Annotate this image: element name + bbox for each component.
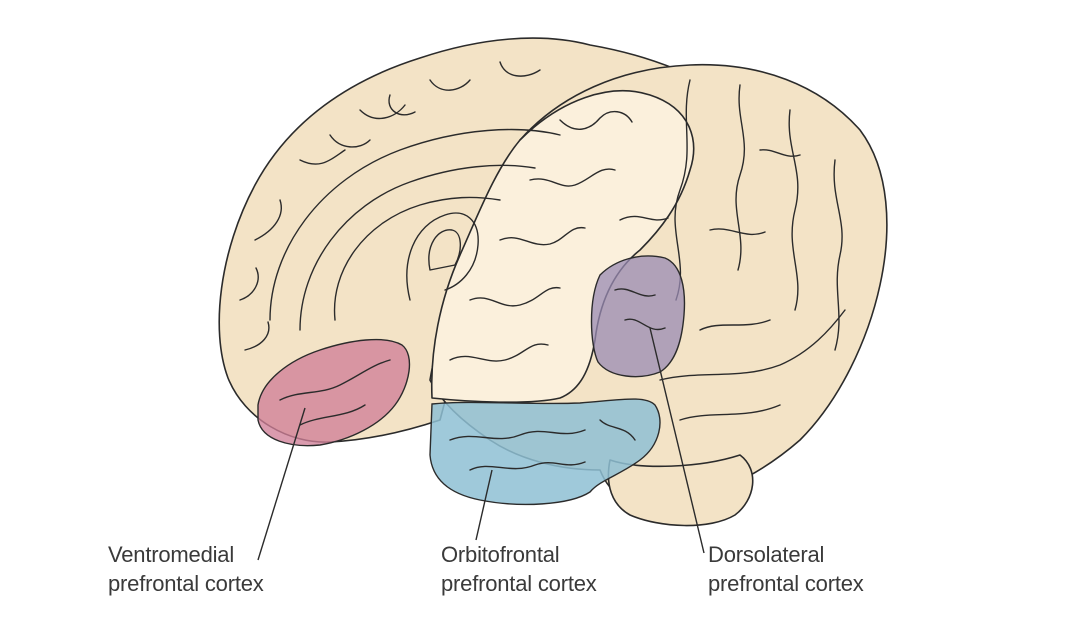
- sulcus: [254, 199, 282, 241]
- leader-line-ofc: [475, 469, 493, 541]
- corpus-callosum: [333, 196, 501, 321]
- label-dorsolateral-line1: Dorsolateral: [708, 542, 825, 567]
- sulcus: [788, 109, 799, 311]
- cingulate-mid: [299, 164, 536, 331]
- sulcus: [499, 226, 586, 246]
- sulcus: [735, 84, 746, 271]
- sulcus: [449, 429, 586, 441]
- sulcus: [709, 228, 766, 236]
- sulcus: [279, 359, 391, 401]
- sulcus: [388, 94, 416, 116]
- label-dorsolateral: Dorsolateral prefrontal cortex: [708, 540, 864, 598]
- sulcus: [624, 318, 666, 331]
- label-ventromedial-line1: Ventromedial: [108, 542, 235, 567]
- sulcus: [759, 149, 801, 157]
- sylvian-fissure: [659, 309, 846, 381]
- label-orbitofrontal: Orbitofrontal prefrontal cortex: [441, 540, 597, 598]
- sulcus: [299, 404, 366, 426]
- sulcus: [299, 149, 346, 165]
- label-ventromedial: Ventromedial prefrontal cortex: [108, 540, 264, 598]
- sulcus: [469, 286, 561, 307]
- sulcus: [359, 104, 406, 120]
- sulcus: [679, 404, 781, 421]
- label-ventromedial-line2: prefrontal cortex: [108, 571, 264, 596]
- fornix: [406, 212, 479, 301]
- sulcus: [614, 288, 656, 297]
- ventromedial-region: [257, 338, 411, 447]
- dorsolateral-region: [590, 255, 686, 378]
- leader-line-dlpfc: [649, 327, 705, 554]
- sulcus: [239, 267, 259, 301]
- sulcus: [699, 319, 771, 331]
- label-orbitofrontal-line1: Orbitofrontal: [441, 542, 560, 567]
- cingulate-outer: [269, 128, 561, 321]
- sulcus: [833, 159, 843, 351]
- sulcus: [499, 61, 541, 77]
- leader-line-vmpfc: [257, 407, 306, 561]
- thalamus: [428, 229, 461, 271]
- central-sulcus: [674, 79, 691, 301]
- sulcus: [429, 79, 471, 91]
- sulcus: [619, 215, 669, 221]
- sulcus: [449, 343, 549, 362]
- orbitofrontal-region: [429, 398, 661, 506]
- sulcus: [244, 321, 270, 351]
- sulcus: [329, 134, 371, 148]
- sulcus: [559, 111, 633, 130]
- label-dorsolateral-line2: prefrontal cortex: [708, 571, 864, 596]
- sulcus: [529, 168, 616, 187]
- sulcus: [469, 461, 586, 471]
- label-orbitofrontal-line2: prefrontal cortex: [441, 571, 597, 596]
- temporal-base: [607, 454, 754, 527]
- sulcus: [599, 419, 636, 441]
